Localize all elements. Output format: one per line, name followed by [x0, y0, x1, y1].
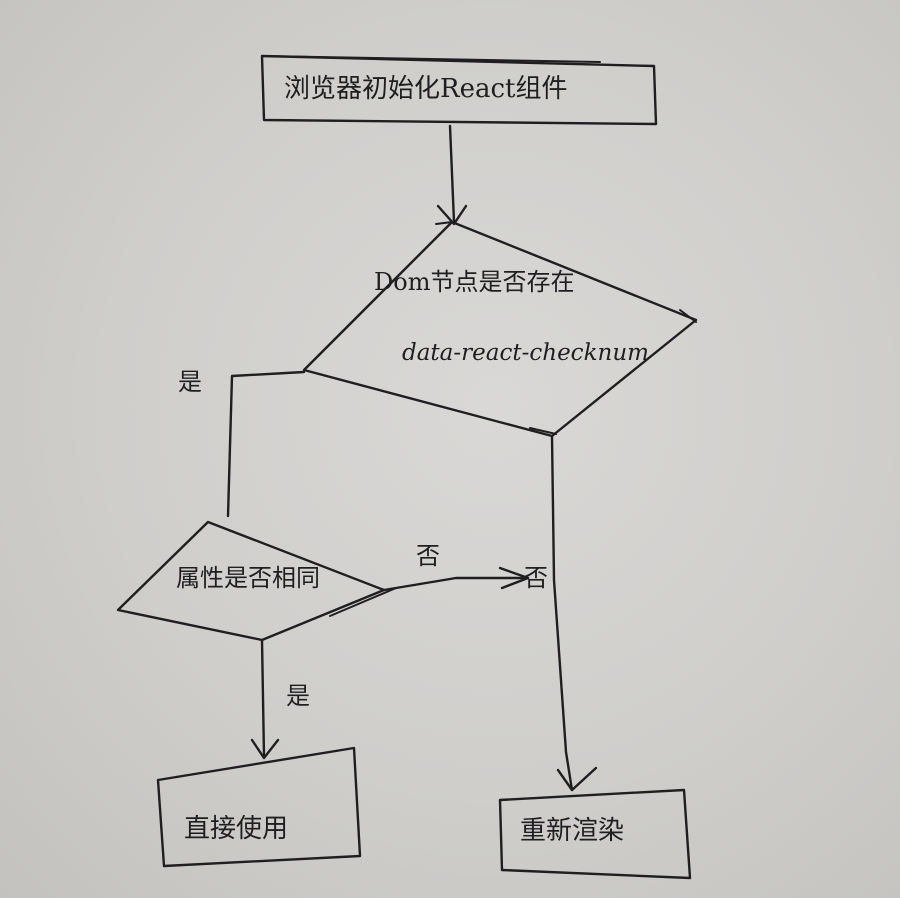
arrowhead-no-right: [498, 566, 530, 590]
yes-left-label: 是: [178, 368, 202, 396]
edge-no-right: [382, 576, 530, 592]
check-attr-diamond: [302, 220, 698, 438]
check-same-diamond-overstroke: [329, 587, 397, 617]
edge-yes-left: [226, 370, 306, 518]
no-end-label: 否: [524, 564, 548, 592]
arrow-start-to-check-attr: [448, 124, 456, 224]
edge-yes-down: [260, 638, 266, 758]
no-right-label: 否: [416, 542, 440, 570]
check-attr-label-line1: Dom节点是否存在: [374, 268, 575, 296]
arrowhead-reuse: [250, 738, 280, 760]
start-box: [260, 54, 658, 126]
reuse-box: [156, 746, 362, 868]
start-box-overstroke: [261, 55, 601, 63]
check-attr-diamond-overstroke: [435, 221, 697, 435]
rerender-box-label: 重新渲染: [520, 816, 625, 846]
start-box-label: 浏览器初始化React组件: [284, 74, 568, 104]
check-attr-label-line2: data-react-checknum: [402, 340, 649, 366]
yes-down-label: 是: [286, 682, 310, 710]
rerender-box: [498, 788, 692, 880]
edge-no-down: [550, 434, 574, 792]
arrowhead-rerender: [556, 766, 598, 792]
check-same-label: 属性是否相同: [176, 564, 320, 592]
reuse-box-label: 直接使用: [184, 814, 289, 844]
